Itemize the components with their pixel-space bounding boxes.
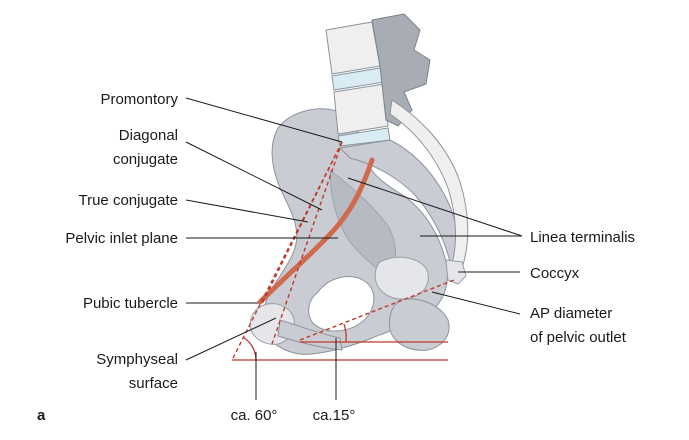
leader-diagonal-conjugate xyxy=(185,141,323,211)
lumbar-vertebra-lower xyxy=(333,83,389,135)
leader-symphyseal-surface xyxy=(185,317,277,361)
label-diagonal-conjugate-1: Diagonal xyxy=(119,127,178,144)
measurement-lines xyxy=(231,141,455,361)
label-symphyseal-surface-2: surface xyxy=(129,375,178,392)
hip-bone-illustration xyxy=(249,108,450,355)
coccyx-shape xyxy=(445,259,467,285)
spine-sacrum-illustration xyxy=(325,13,469,285)
obturator-foramen xyxy=(308,276,375,332)
label-diagonal-conjugate-2: conjugate xyxy=(113,151,178,168)
label-pelvic-inlet-plane: Pelvic inlet plane xyxy=(65,230,178,247)
label-angle-60: ca. 60° xyxy=(231,407,278,424)
label-true-conjugate: True conjugate xyxy=(78,192,178,209)
acetabulum xyxy=(374,256,429,300)
angle-60-arc xyxy=(243,337,257,361)
leader-linea-terminalis xyxy=(347,177,523,237)
label-ap-diameter-1: AP diameter xyxy=(530,305,612,322)
leader-ap-diameter xyxy=(431,291,521,315)
linea-terminalis-curve xyxy=(257,157,375,305)
label-angle-15: ca.15° xyxy=(313,407,356,424)
label-ap-diameter-2: of pelvic outlet xyxy=(530,329,627,346)
ischium xyxy=(389,298,450,351)
label-coccyx: Coccyx xyxy=(530,265,580,282)
lumbar-vertebra-upper xyxy=(325,21,381,75)
diagonal-conjugate-line xyxy=(271,141,343,345)
panel-letter: a xyxy=(37,407,46,424)
leader-lines xyxy=(185,97,523,400)
pelvic-inlet-plane-line xyxy=(231,141,343,361)
label-promontory: Promontory xyxy=(100,91,178,108)
labels: Promontory Diagonal conjugate True conju… xyxy=(37,91,635,424)
angle-15-arc xyxy=(343,323,347,343)
label-linea-terminalis: Linea terminalis xyxy=(530,229,635,246)
leader-true-conjugate xyxy=(185,199,309,223)
posterior-spinal-elements xyxy=(371,13,431,127)
label-symphyseal-surface-1: Symphyseal xyxy=(96,351,178,368)
leader-promontory xyxy=(185,97,343,143)
label-pubic-tubercle: Pubic tubercle xyxy=(83,295,178,312)
